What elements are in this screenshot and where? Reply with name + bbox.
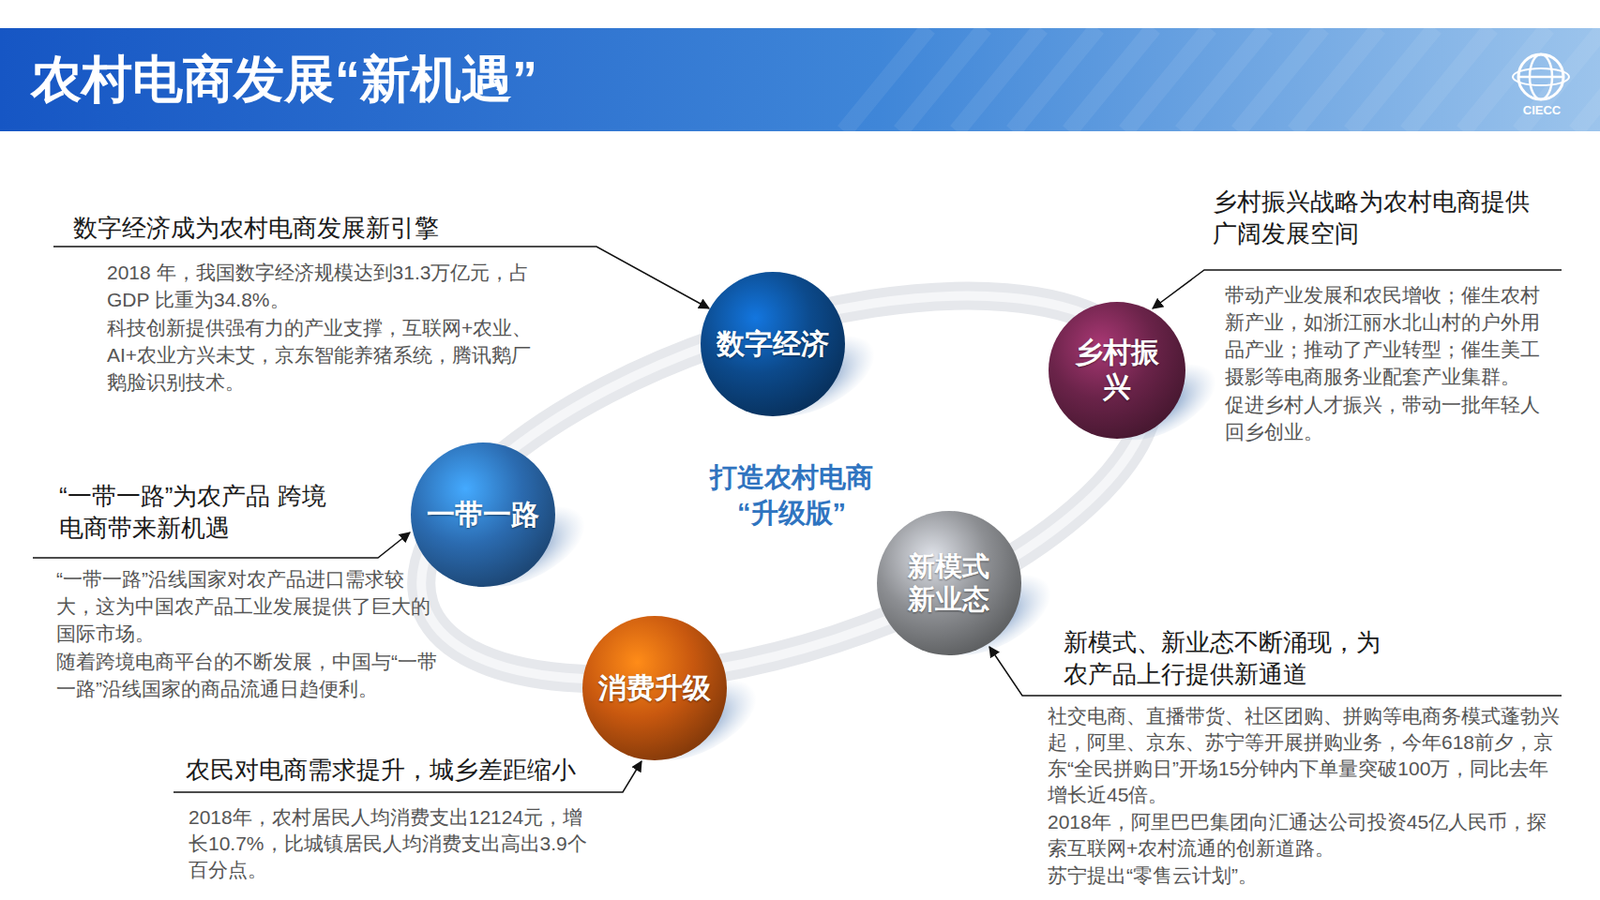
title-bar xyxy=(0,28,1600,132)
sphere-node: 消费升级 xyxy=(581,615,728,762)
callout-heading: 新模式、新业态不断涌现，为农产品上行提供新通道 xyxy=(1063,626,1383,691)
callout-body: 2018年，农村居民人均消费支出12124元，增长10.7%，比城镇居民人均消费… xyxy=(188,804,600,884)
callout-body: 2018年，阿里巴巴集团向汇通达公司投资45亿人民币，探索互联网+农村流通的创新… xyxy=(1047,809,1562,862)
center-caption: 打造农村电商 “升级版” xyxy=(705,459,878,531)
callout-body-text: 科技创新提供强有力的产业支撑，互联网+农业、AI+农业方兴未艾，京东智能养猪系统… xyxy=(106,316,532,393)
sphere-node: 数字经济 xyxy=(699,271,846,418)
callout-body: 随着跨境电商平台的不断发展，中国与“一带一路”沿线国家的商品流通日趋便利。 xyxy=(56,648,441,703)
sphere-node: 新模式 新业态 xyxy=(875,510,1023,657)
callout-body: 社交电商、直播带货、社区团购、拼购等电商务模式蓬勃兴起，阿里、京东、苏宁等开展拼… xyxy=(1047,703,1562,809)
callout-body: 带动产业发展和农民增收；催生农村新产业，如浙江丽水北山村的户外用品产业；推动了产… xyxy=(1224,281,1559,391)
callout-body: 苏宁提出“零售云计划”。 xyxy=(1047,862,1562,890)
callout-body: 促进乡村人才振兴，带动一批年轻人回乡创业。 xyxy=(1224,391,1559,446)
bar-stripe xyxy=(1575,28,1600,132)
sphere-label: 一带一路 xyxy=(426,498,541,533)
sphere-label: 消费升级 xyxy=(598,671,712,707)
callout-body-text: 随着跨境电商平台的不断发展，中国与“一带一路”沿线国家的商品流通日趋便利。 xyxy=(56,650,438,700)
callout-body-text: 2018 年，我国数字经济规模达到31.3万亿元，占GDP 比重为34.8%。 xyxy=(106,261,529,311)
callout-body: 2018 年，我国数字经济规模达到31.3万亿元，占GDP 比重为34.8%。 xyxy=(106,258,541,314)
logo-text: CIECC xyxy=(1515,103,1569,119)
callout-heading-text: 农民对电商需求提升，城乡差距缩小 xyxy=(185,755,576,785)
callout-body-text: 2018年，农村居民人均消费支出12124元，增长10.7%，比城镇居民人均消费… xyxy=(188,806,588,881)
callout-body-text: 促进乡村人才振兴，带动一批年轻人回乡创业。 xyxy=(1224,393,1540,443)
callout-body: “一带一路”沿线国家对农产品进口需求较大，这为中国农产品工业发展提供了巨大的国际… xyxy=(56,565,441,648)
callout-heading: 数字经济成为农村电商发展新引擎 xyxy=(73,211,561,244)
callout-heading: “一带一路”为农产品 跨境电商带来新机遇 xyxy=(59,480,327,544)
callout-body-text: 苏宁提出“零售云计划”。 xyxy=(1047,864,1258,887)
callout-heading-text: “一带一路”为农产品 跨境电商带来新机遇 xyxy=(59,482,327,543)
sphere-label: 数字经济 xyxy=(716,327,831,363)
sphere-label: 新模式 新业态 xyxy=(892,550,1007,618)
callout-body: 科技创新提供强有力的产业支撑，互联网+农业、AI+农业方兴未艾，京东智能养猪系统… xyxy=(106,314,541,396)
callout-heading: 农民对电商需求提升，城乡差距缩小 xyxy=(185,754,627,786)
sphere-node: 乡村振兴 xyxy=(1047,301,1187,440)
sphere-node: 一带一路 xyxy=(409,441,557,589)
callout-body-text: 2018年，阿里巴巴集团向汇通达公司投资45亿人民币，探索互联网+农村流通的创新… xyxy=(1047,811,1547,860)
logo-text-text: CIECC xyxy=(1523,103,1561,118)
callout-body-text: 社交电商、直播带货、社区团购、拼购等电商务模式蓬勃兴起，阿里、京东、苏宁等开展拼… xyxy=(1047,705,1560,806)
sphere-shape xyxy=(875,510,1023,657)
sphere-shape xyxy=(1047,301,1187,440)
callout-heading-text: 新模式、新业态不断涌现，为农产品上行提供新通道 xyxy=(1063,628,1381,689)
page-title: 农村电商发展“新机遇” xyxy=(30,43,538,115)
callout-body-text: “一带一路”沿线国家对农产品进口需求较大，这为中国农产品工业发展提供了巨大的国际… xyxy=(56,568,431,645)
center-caption-text: 打造农村电商 “升级版” xyxy=(709,462,874,529)
callout-heading: 乡村振兴战略为农村电商提供广阔发展空间 xyxy=(1212,185,1543,250)
callout-heading-text: 数字经济成为农村电商发展新引擎 xyxy=(73,213,439,242)
callout-body-text: 带动产业发展和农民增收；催生农村新产业，如浙江丽水北山村的户外用品产业；推动了产… xyxy=(1224,284,1540,388)
sphere-label: 乡村振兴 xyxy=(1063,335,1172,405)
callout-heading-text: 乡村振兴战略为农村电商提供广阔发展空间 xyxy=(1212,187,1530,248)
logo-globe xyxy=(1512,54,1570,100)
